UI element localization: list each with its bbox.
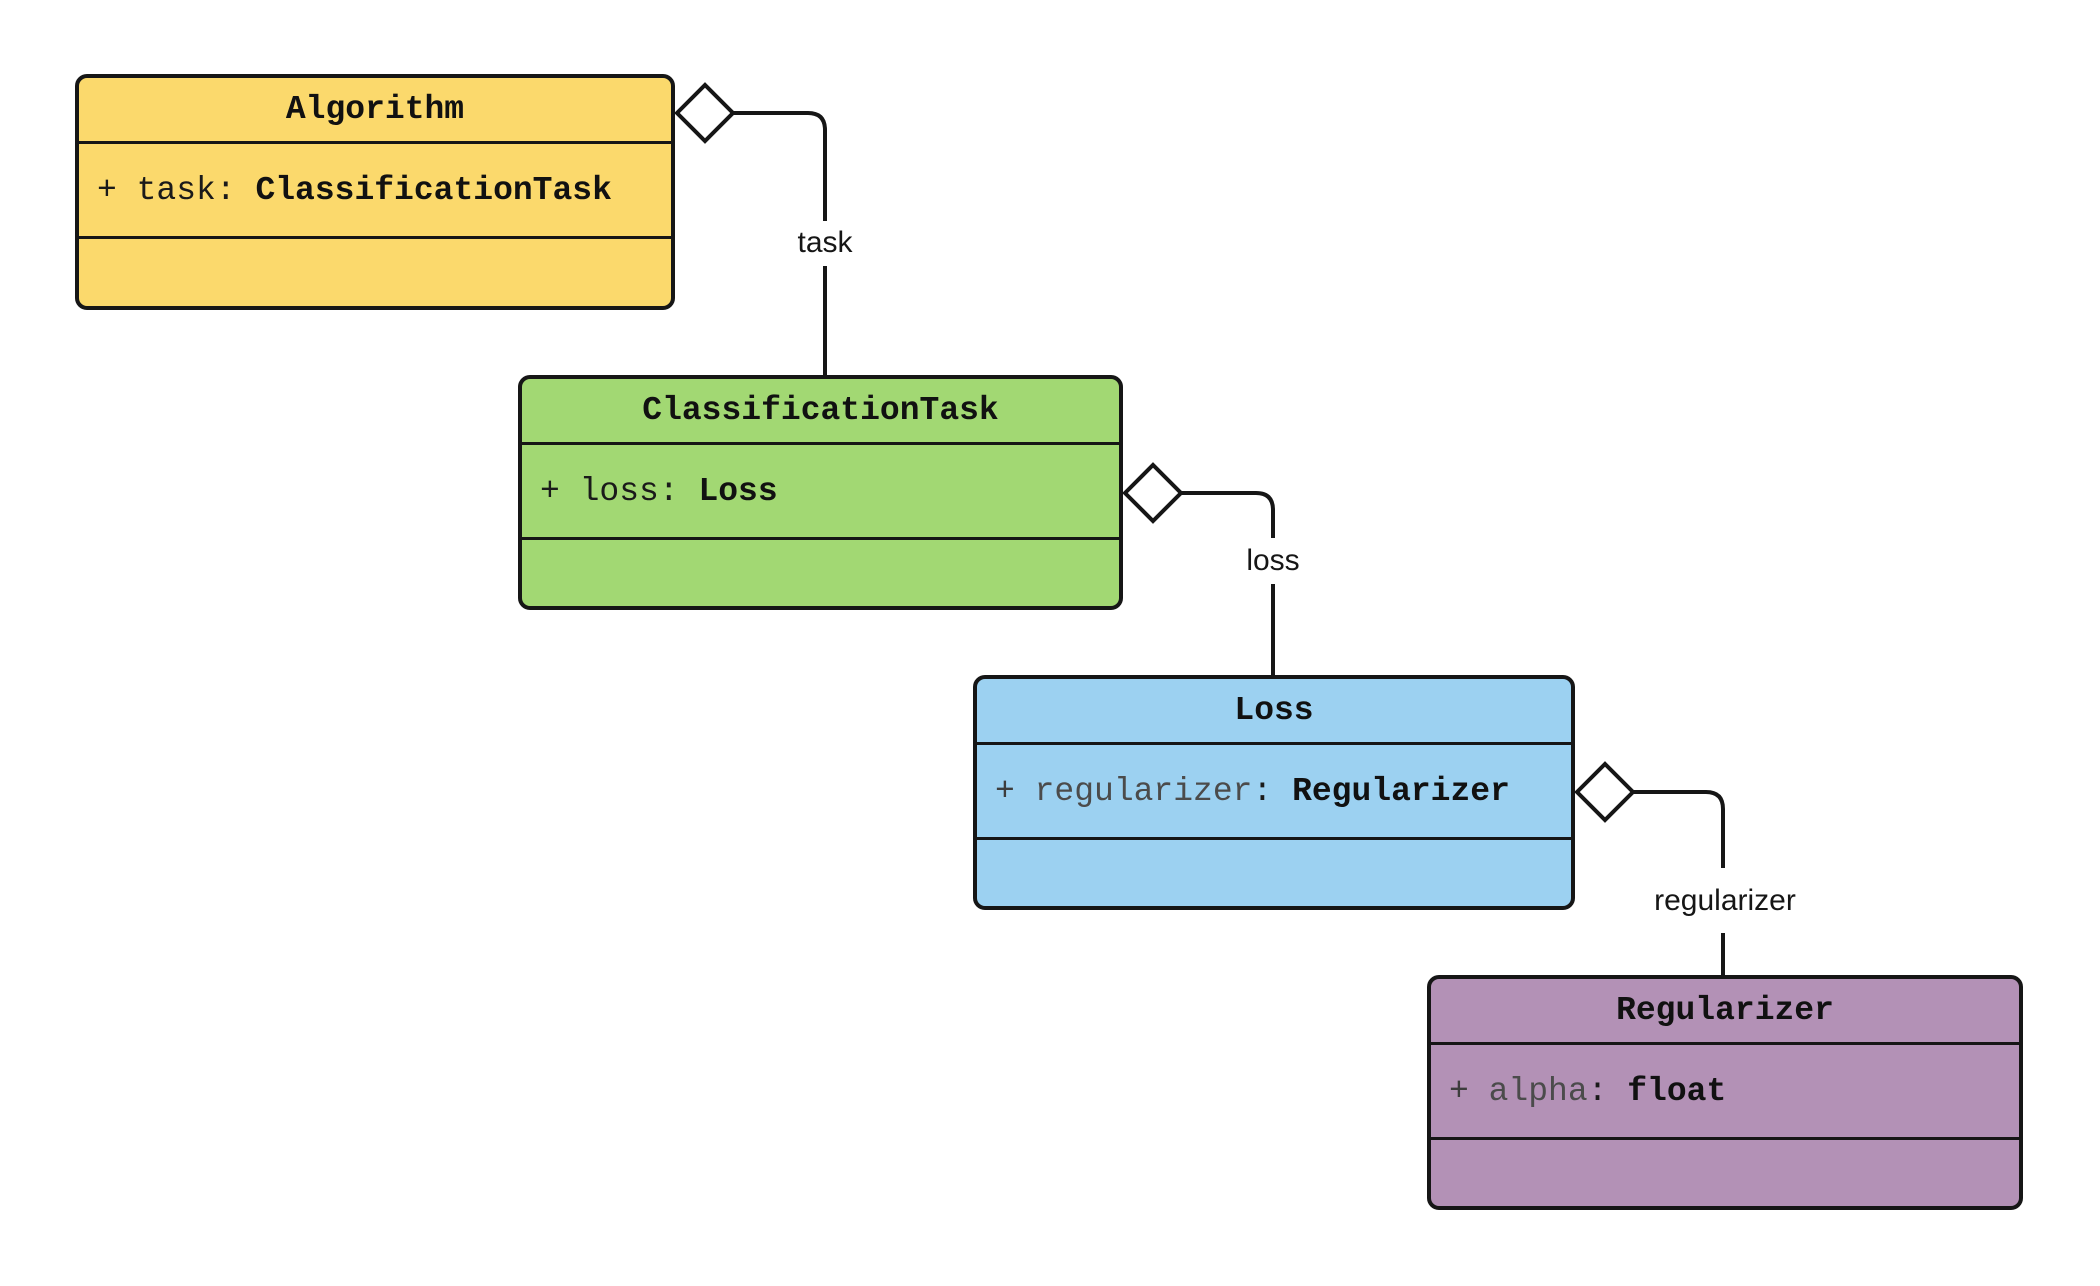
class-name-text: Algorithm bbox=[285, 91, 465, 128]
class-attribute-row: + task : ClassificationTask bbox=[79, 141, 671, 236]
class-attribute-row: + loss : Loss bbox=[522, 442, 1119, 537]
edge-line bbox=[1633, 790, 1725, 868]
aggregation-diamond-icon bbox=[1122, 462, 1184, 524]
attribute-name: task bbox=[136, 171, 216, 209]
attribute-separator: : bbox=[658, 472, 679, 510]
attribute-visibility: + bbox=[1449, 1072, 1469, 1110]
attribute-separator: : bbox=[215, 171, 236, 209]
class-title: Regularizer bbox=[1431, 979, 2019, 1042]
class-box-loss: Loss + regularizer : Regularizer bbox=[973, 675, 1575, 910]
attribute-type: float bbox=[1627, 1072, 1727, 1110]
class-name-text: Regularizer bbox=[1616, 992, 1834, 1029]
attribute-visibility: + bbox=[540, 472, 560, 510]
attribute-visibility: + bbox=[995, 772, 1015, 810]
class-box-algorithm: Algorithm + task : ClassificationTask bbox=[75, 74, 675, 310]
aggregation-edge-regularizer bbox=[1574, 761, 1725, 975]
class-attribute-row: + regularizer : Regularizer bbox=[977, 742, 1571, 837]
aggregation-diamond-icon bbox=[674, 82, 736, 144]
attribute-type: Regularizer bbox=[1292, 772, 1510, 810]
attribute-name: loss bbox=[579, 472, 659, 510]
class-title: Loss bbox=[977, 679, 1571, 742]
class-methods-compartment bbox=[522, 537, 1119, 606]
class-box-classificationtask: ClassificationTask + loss : Loss bbox=[518, 375, 1123, 610]
class-methods-compartment bbox=[1431, 1137, 2019, 1206]
edge-line bbox=[1181, 491, 1275, 538]
edge-label-task: task bbox=[789, 225, 861, 261]
class-title: Algorithm bbox=[79, 78, 671, 141]
class-name-text: Loss bbox=[1234, 692, 1314, 729]
attribute-type: ClassificationTask bbox=[255, 171, 612, 209]
class-box-regularizer: Regularizer + alpha : float bbox=[1427, 975, 2023, 1210]
edge-label-loss: loss bbox=[1238, 543, 1308, 579]
aggregation-diamond-icon bbox=[1574, 761, 1636, 823]
attribute-name: regularizer bbox=[1034, 772, 1253, 810]
attribute-name: alpha bbox=[1488, 1072, 1588, 1110]
class-name-text: ClassificationTask bbox=[642, 392, 999, 429]
attribute-type: Loss bbox=[698, 472, 778, 510]
class-attribute-row: + alpha : float bbox=[1431, 1042, 2019, 1137]
attribute-visibility: + bbox=[97, 171, 117, 209]
attribute-separator: : bbox=[1587, 1072, 1608, 1110]
edge-line bbox=[733, 111, 827, 221]
class-title: ClassificationTask bbox=[522, 379, 1119, 442]
class-methods-compartment bbox=[977, 837, 1571, 906]
edge-label-regularizer: regularizer bbox=[1646, 883, 1804, 919]
attribute-separator: : bbox=[1252, 772, 1273, 810]
class-methods-compartment bbox=[79, 236, 671, 306]
